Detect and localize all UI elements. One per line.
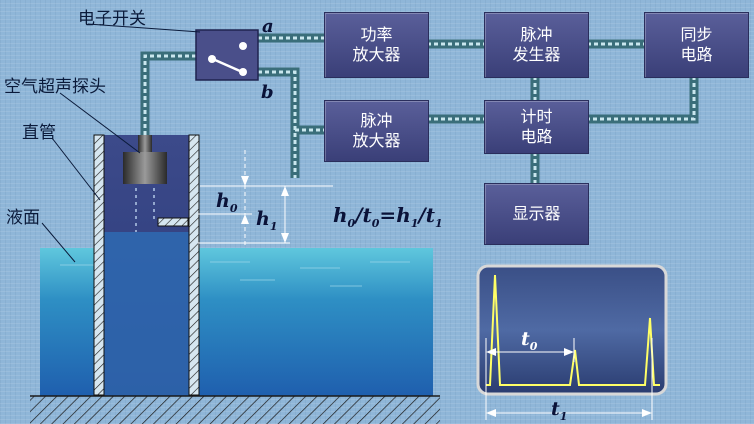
pipe-water-column [104, 232, 189, 395]
height-h1: h1 [256, 208, 278, 233]
block-display: 显示器 [484, 183, 589, 245]
label-liquid-surface: 液面 [6, 208, 40, 228]
block-pulse-generator: 脉冲发生器 [484, 12, 589, 78]
block-power-amplifier: 功率放大器 [324, 12, 429, 78]
label-air-ultrasonic-probe: 空气超声探头 [4, 77, 106, 97]
label-electronic-switch: 电子开关 [78, 9, 146, 29]
scope-markers [485, 338, 653, 420]
ground-hatch [30, 396, 440, 424]
port-a: a [262, 16, 274, 37]
wiring [140, 33, 699, 183]
label-straight-pipe: 直管 [22, 123, 56, 143]
scope-label-t1: t1 [551, 398, 568, 423]
block-sync-circuit: 同步电路 [644, 12, 749, 78]
height-h0: h0 [216, 190, 238, 215]
electronic-switch [195, 29, 259, 81]
probe-head [123, 152, 167, 184]
liquid-ripples [60, 261, 410, 287]
dimension-arrows [241, 176, 289, 243]
reference-plate [157, 217, 189, 227]
formula: h0/t0=h1/t1 [333, 203, 443, 230]
pipe-wall-left [93, 134, 105, 396]
probe-beam [135, 188, 155, 232]
pipe-wall-right [188, 134, 200, 396]
probe-stem [138, 135, 152, 153]
scope-trace [486, 274, 660, 386]
block-timer-circuit: 计时电路 [484, 100, 589, 154]
port-b: b [261, 82, 274, 103]
dimension-lines [198, 150, 333, 248]
label-leaders [41, 23, 201, 263]
scope-label-t0: t0 [521, 328, 538, 353]
block-pulse-amplifier: 脉冲放大器 [324, 100, 429, 162]
oscilloscope [476, 264, 668, 396]
